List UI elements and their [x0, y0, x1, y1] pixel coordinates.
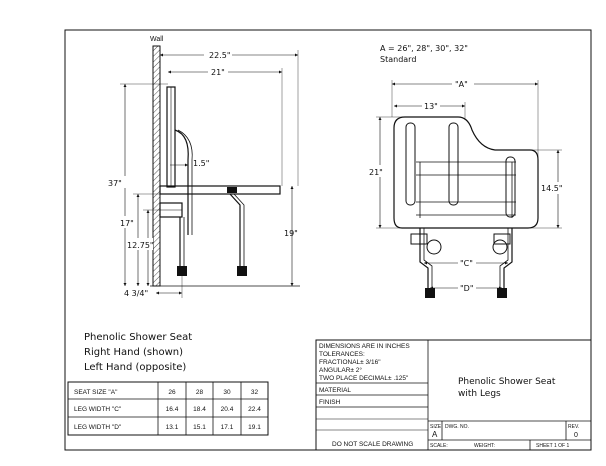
description: Phenolic Shower Seat Right Hand (shown) …: [84, 332, 192, 373]
dim-overall-width: 22.5": [209, 51, 231, 60]
tolerance-line4: ANGULAR± 2°: [319, 366, 362, 374]
title-block: DIMENSIONS ARE IN INCHES TOLERANCES: FRA…: [315, 339, 592, 451]
rev-value: 0: [574, 432, 578, 439]
support-arm: [174, 129, 189, 235]
left-leg: [419, 228, 429, 288]
dim-back-width: 13": [424, 102, 438, 111]
description-line1: Phenolic Shower Seat: [84, 332, 192, 343]
rev-label: REV.: [568, 424, 579, 430]
table-row-c-28: 18.4: [193, 406, 206, 413]
dim-a: "A": [455, 80, 468, 89]
tolerance-line1: DIMENSIONS ARE IN INCHES: [319, 343, 410, 350]
right-leg: [503, 228, 513, 288]
side-view: Wall 22.5" 21" 1.5": [108, 36, 300, 298]
seat-slot-middle: [448, 122, 459, 206]
table-row-c-30: 20.4: [221, 406, 234, 413]
description-line3: Left Hand (opposite): [84, 362, 186, 373]
dim-seat-depth: 21": [211, 68, 225, 77]
scale-label: SCALE:: [430, 443, 448, 449]
dim-overall-height: 37": [108, 179, 122, 188]
dim-seat-to-floor: 19": [284, 229, 298, 238]
dim-wall-offset: 4 3/4": [124, 289, 148, 298]
seat-panel: [159, 185, 281, 195]
size-label: SIZE: [430, 424, 442, 430]
left-leg-foot: [425, 288, 435, 298]
seat-clip: [227, 187, 237, 193]
wall: [152, 45, 161, 287]
tolerance-line2: TOLERANCES:: [319, 351, 365, 358]
seat-slot-left: [405, 122, 416, 206]
table-row-c-label: LEG WIDTH "C": [74, 406, 122, 413]
right-hinge: [492, 239, 508, 255]
table-header-label: SEAT SIZE "A": [74, 389, 118, 396]
title-line2: with Legs: [458, 389, 501, 399]
title-line1: Phenolic Shower Seat: [458, 377, 556, 387]
seat-outline: [393, 116, 539, 229]
top-view: A = 26", 28", 30", 32" Standard "A" 13": [368, 44, 566, 298]
table-header-28: 28: [196, 389, 204, 396]
dim-seat-height: 17": [120, 219, 134, 228]
sheet-label: SHEET 1 OF 1: [536, 443, 569, 449]
right-bracket: [493, 233, 511, 245]
left-hinge: [426, 239, 442, 255]
table-header-32: 32: [251, 389, 259, 396]
left-bracket: [410, 233, 428, 245]
table-row-d-32: 19.1: [248, 424, 261, 431]
rear-leg-foot: [177, 266, 187, 276]
dim-depth: 21": [369, 168, 383, 177]
front-leg-foot: [237, 266, 247, 276]
table-row-d-26: 13.1: [166, 424, 179, 431]
dim-front-depth: 14.5": [541, 184, 563, 193]
dim-c: "C": [460, 259, 473, 268]
dwg-no-label: DWG. NO.: [445, 424, 469, 430]
right-leg-foot: [497, 288, 507, 298]
dim-bracket-height: 12.75": [127, 241, 154, 250]
table-row-d-30: 17.1: [221, 424, 234, 431]
table-row-c-32: 22.4: [248, 406, 261, 413]
table-row-d-28: 15.1: [193, 424, 206, 431]
size-value: A: [432, 430, 438, 439]
material-label: MATERIAL: [319, 387, 351, 394]
front-leg: [229, 193, 241, 266]
dim-leg-offset: 1.5": [193, 159, 209, 168]
seat-slot-right: [505, 156, 516, 218]
table-row-c-26: 16.4: [166, 406, 179, 413]
do-not-scale-note: DO NOT SCALE DRAWING: [332, 441, 413, 448]
wall-label: Wall: [150, 36, 164, 43]
tolerance-line3: FRACTIONAL± 3/16": [319, 359, 381, 366]
size-table: SEAT SIZE "A" 26 28 30 32 LEG WIDTH "C" …: [67, 381, 269, 436]
description-line2: Right Hand (shown): [84, 347, 183, 358]
weight-label: WEIGHT:: [474, 443, 495, 449]
size-note: A = 26", 28", 30", 32": [380, 44, 468, 53]
tolerance-line5: TWO PLACE DECIMAL± .125": [319, 375, 409, 382]
table-row-d-label: LEG WIDTH "D": [74, 424, 122, 431]
table-header-26: 26: [168, 389, 176, 396]
table-header-30: 30: [223, 389, 231, 396]
finish-label: FINISH: [319, 399, 341, 406]
dim-d: "D": [460, 284, 474, 293]
size-note-standard: Standard: [380, 55, 416, 64]
